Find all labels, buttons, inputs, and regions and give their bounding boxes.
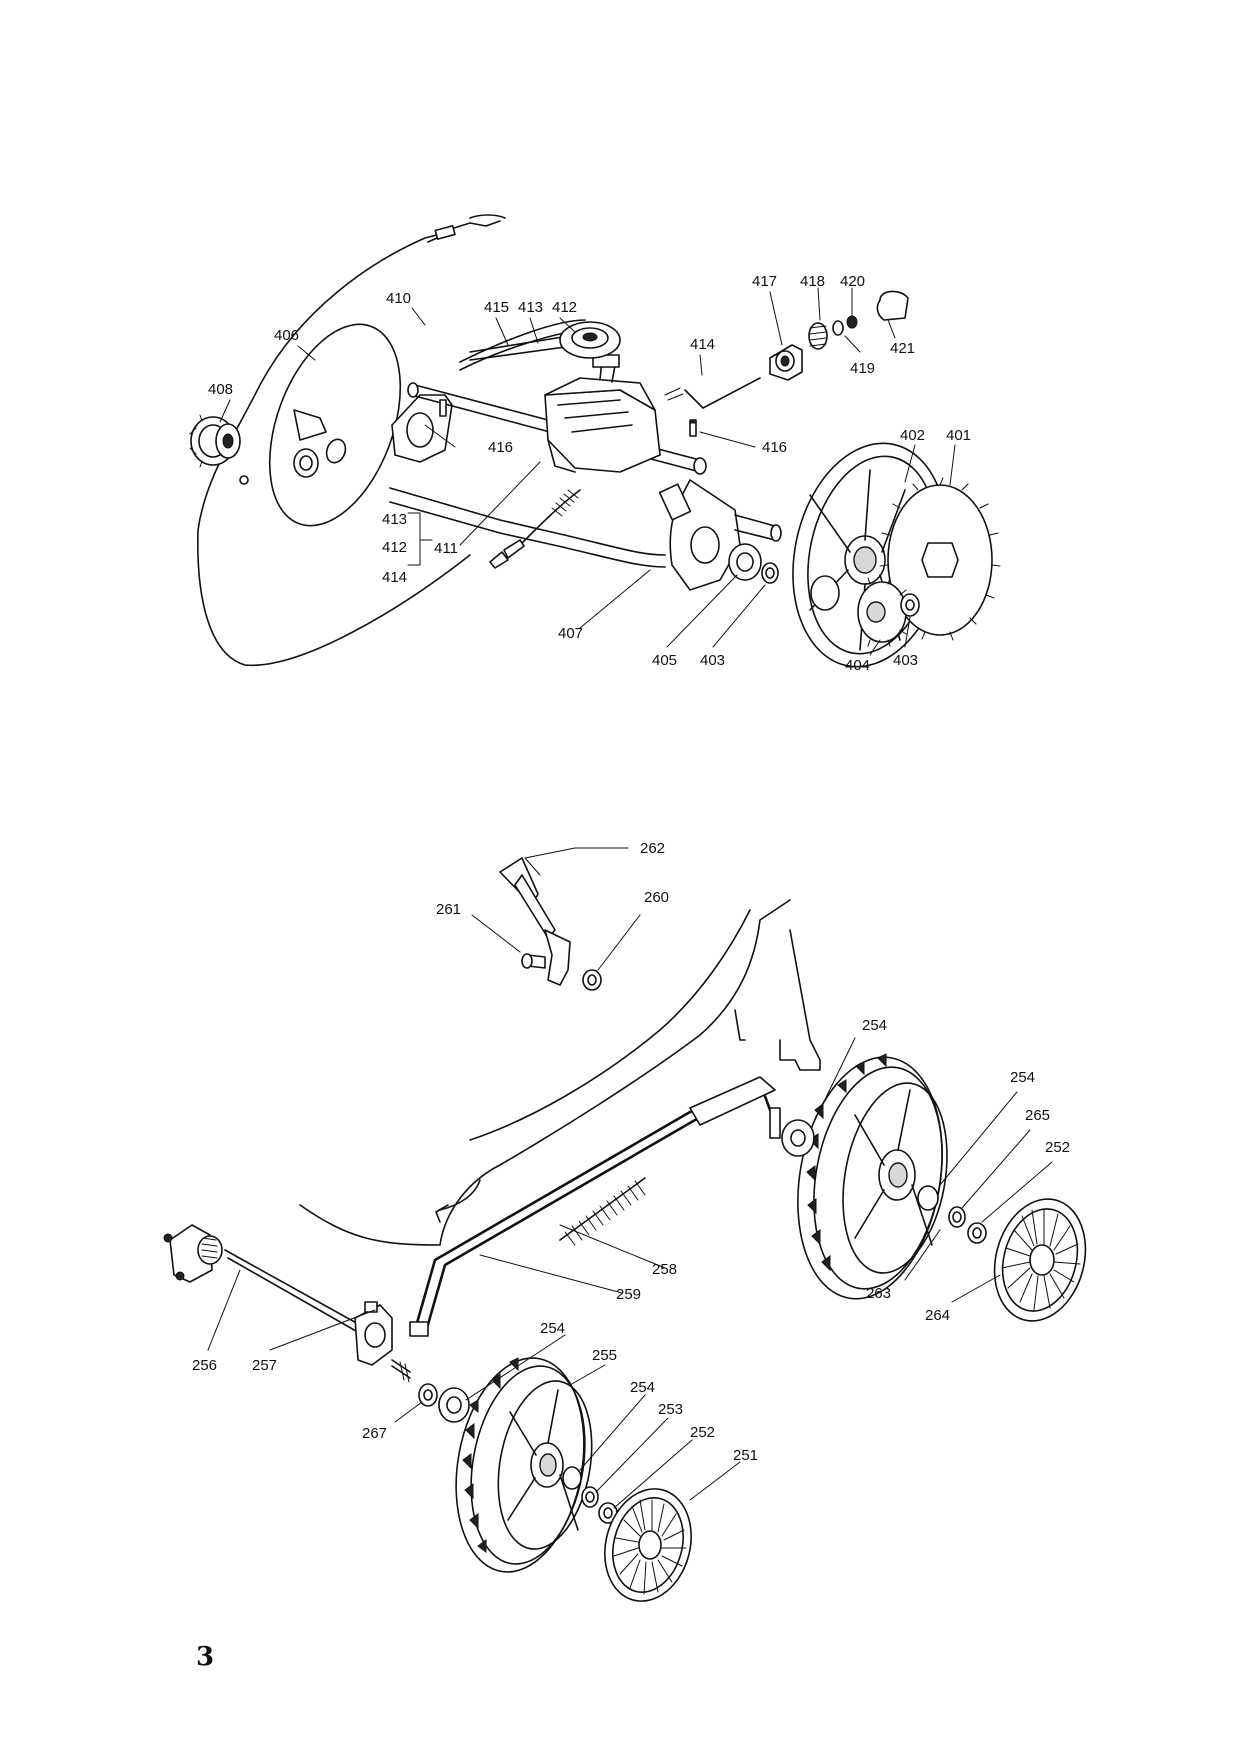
label-404: 404 <box>845 657 870 674</box>
label-255: 255 <box>592 1347 617 1364</box>
part-404-pinion-gear <box>857 577 913 647</box>
top-callouts: 410 406 408 415 413 412 414 417 418 420 … <box>208 273 971 674</box>
label-419: 419 <box>850 360 875 377</box>
label-407: 407 <box>558 625 583 642</box>
gearbox-axle <box>407 354 707 475</box>
label-254-front-inner: 254 <box>540 1320 565 1337</box>
label-254-rear-outer: 254 <box>1010 1069 1035 1086</box>
part-410-drive-cable <box>197 214 506 667</box>
part-264-hubcap <box>993 1198 1087 1322</box>
part-403-washers <box>761 562 920 617</box>
top-leader-lines <box>219 287 956 656</box>
label-265: 265 <box>1025 1107 1050 1124</box>
label-412-top: 412 <box>552 299 577 316</box>
part-262-height-lever <box>499 857 571 986</box>
part-408-pinion <box>189 414 241 468</box>
label-254-front-outer: 254 <box>630 1379 655 1396</box>
label-263: 263 <box>866 1285 891 1302</box>
label-411: 411 <box>434 540 458 557</box>
part-258-spring <box>559 1177 646 1246</box>
label-413-bracket: 413 <box>382 511 407 528</box>
label-258: 258 <box>652 1261 677 1278</box>
label-414-bracket: 414 <box>382 569 407 586</box>
part-416-pins <box>439 399 697 437</box>
part-406-belt-cover <box>268 323 402 527</box>
part-261-bolt <box>521 953 546 969</box>
label-402: 402 <box>900 427 925 444</box>
label-403-left: 403 <box>700 652 725 669</box>
part-256-front-axle <box>163 1224 361 1332</box>
part-405-bushing <box>728 543 762 581</box>
part-252-nut-front <box>598 1502 618 1524</box>
label-412-bracket: 412 <box>382 539 407 556</box>
part-255-front-wheel <box>455 1357 593 1573</box>
bottom-callouts: 262 261 260 254 254 265 252 258 259 263 … <box>192 840 1070 1464</box>
label-410: 410 <box>386 290 411 307</box>
label-252-rear: 252 <box>1045 1139 1070 1156</box>
label-413-top: 413 <box>518 299 543 316</box>
label-262: 262 <box>640 840 665 857</box>
part-251-hubcap <box>604 1488 692 1602</box>
label-406: 406 <box>274 327 299 344</box>
label-414-top: 414 <box>690 336 715 353</box>
label-256: 256 <box>192 1357 217 1374</box>
deck-housing-outline <box>299 899 821 1246</box>
part-265-washer <box>948 1206 966 1228</box>
part-252-nut-rear <box>967 1222 987 1244</box>
part-254-spacers-rear <box>781 1119 939 1211</box>
label-420: 420 <box>840 273 865 290</box>
parts-417-421-small-components <box>769 290 909 381</box>
label-416-left: 416 <box>488 439 513 456</box>
label-405: 405 <box>652 652 677 669</box>
label-260: 260 <box>644 889 669 906</box>
label-254-rear-inner: 254 <box>862 1017 887 1034</box>
bottom-leader-lines <box>207 847 1053 1509</box>
part-267-washer <box>418 1383 438 1407</box>
label-267: 267 <box>362 1425 387 1442</box>
label-416-right: 416 <box>762 439 787 456</box>
label-251: 251 <box>733 1447 758 1464</box>
label-418: 418 <box>800 273 825 290</box>
top-assembly: 410 406 408 415 413 412 414 417 418 420 … <box>189 214 1001 674</box>
part-259-axle-rod <box>409 1076 781 1337</box>
label-253: 253 <box>658 1401 683 1418</box>
label-415: 415 <box>484 299 509 316</box>
part-414-link-rod <box>664 377 761 409</box>
label-417: 417 <box>752 273 777 290</box>
page-number: 3 <box>196 1642 214 1672</box>
part-257-bracket <box>354 1301 411 1383</box>
bottom-assembly: 262 261 260 254 254 265 252 258 259 263 … <box>163 840 1087 1602</box>
label-264: 264 <box>925 1307 950 1324</box>
part-411-spring-rod <box>489 489 581 569</box>
label-257: 257 <box>252 1357 277 1374</box>
label-259: 259 <box>616 1286 641 1303</box>
label-403-right: 403 <box>893 652 918 669</box>
part-412-413-415-belt-and-pulley <box>459 319 621 371</box>
label-408: 408 <box>208 381 233 398</box>
label-401: 401 <box>946 427 971 444</box>
label-261: 261 <box>436 901 461 918</box>
label-252-front: 252 <box>690 1424 715 1441</box>
label-421: 421 <box>890 340 915 357</box>
part-407-drive-shaft <box>389 394 782 591</box>
part-253-washer <box>581 1486 599 1508</box>
part-254-spacers-front <box>438 1387 582 1490</box>
part-263-rear-wheel <box>797 1053 948 1300</box>
part-260-nut <box>582 969 602 991</box>
